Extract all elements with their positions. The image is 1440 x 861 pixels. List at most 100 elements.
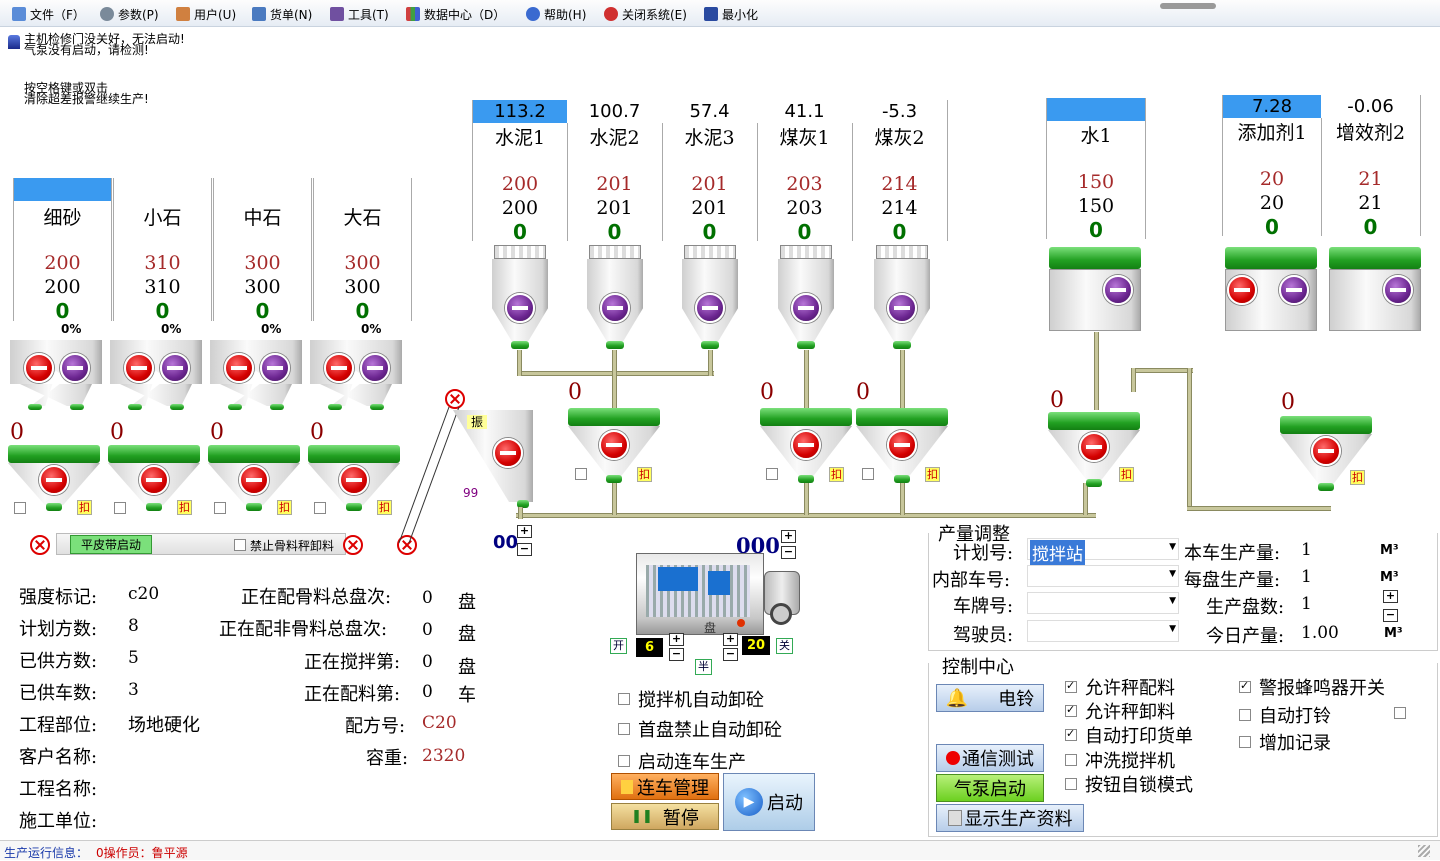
allow-weigh-batching-option[interactable]: 允许秤配料: [1065, 674, 1175, 700]
first-pan-no-discharge-option[interactable]: 首盘禁止自动卸砼: [618, 716, 782, 742]
allow-weigh-unload-option[interactable]: 允许秤卸料: [1065, 698, 1175, 724]
purple-valve-icon[interactable]: [887, 293, 917, 323]
allow-weigh-batching-checkbox[interactable]: [1065, 679, 1077, 693]
bell-button[interactable]: 🔔电铃: [936, 684, 1044, 712]
internal-truck-select[interactable]: ▼: [1027, 565, 1179, 587]
show-data-button[interactable]: 显示生产资料: [936, 804, 1084, 832]
menu-file[interactable]: 文件（F）: [12, 4, 85, 24]
stop-valve-icon[interactable]: [324, 353, 354, 383]
deduct-button-1[interactable]: 扣: [77, 500, 92, 515]
stop-valve-icon[interactable]: [24, 353, 54, 383]
menu-user[interactable]: 用户(U): [176, 4, 236, 24]
auto-print-order-option[interactable]: 自动打印货单: [1065, 722, 1193, 748]
right-counter-minus-button[interactable]: −: [781, 546, 796, 559]
alarm-buzzer-checkbox[interactable]: [1239, 679, 1251, 693]
stop-valve-icon[interactable]: [887, 430, 917, 460]
plate-select[interactable]: ▼: [1027, 592, 1179, 614]
button-lock-mode-option[interactable]: 按钮自锁模式: [1065, 771, 1193, 797]
flush-mixer-checkbox[interactable]: [1065, 754, 1077, 766]
purple-valve-icon[interactable]: [600, 293, 630, 323]
deduct-button-2[interactable]: 扣: [177, 500, 192, 515]
menu-order[interactable]: 货单(N): [252, 4, 312, 24]
deduct-button-flyash[interactable]: 扣: [925, 467, 940, 482]
stop-weigh-unload-checkbox[interactable]: [234, 539, 246, 551]
stop-valve-icon[interactable]: [339, 465, 369, 495]
menu-minimize[interactable]: 最小化: [704, 4, 758, 24]
alarm-buzzer-option[interactable]: 警报蜂鸣器开关: [1239, 674, 1385, 700]
mix-time-left-plus[interactable]: +: [669, 633, 684, 646]
pan-count-minus-button[interactable]: −: [1383, 609, 1398, 622]
resize-grip-icon[interactable]: [1418, 845, 1430, 857]
purple-valve-icon[interactable]: [1383, 275, 1413, 305]
purple-valve-icon[interactable]: [360, 353, 390, 383]
purple-valve-icon[interactable]: [1103, 275, 1133, 305]
deduct-button-water[interactable]: 扣: [1119, 467, 1134, 482]
gate-close-button[interactable]: 关: [776, 638, 793, 654]
mix-time-right-minus[interactable]: −: [723, 648, 738, 661]
flush-mixer-option[interactable]: 冲洗搅拌机: [1065, 747, 1175, 773]
start-button[interactable]: ▶启动: [723, 773, 815, 831]
menu-close-system[interactable]: 关闭系统(E): [604, 4, 687, 24]
auto-bell-option[interactable]: 自动打铃: [1239, 702, 1331, 728]
stop-valve-icon[interactable]: [493, 438, 523, 468]
purple-valve-icon[interactable]: [160, 353, 190, 383]
purple-valve-icon[interactable]: [791, 293, 821, 323]
incline-belt-top-fault-icon[interactable]: [445, 389, 465, 409]
auto-discharge-checkbox[interactable]: [618, 693, 630, 705]
left-counter-plus-button[interactable]: +: [517, 525, 532, 538]
auto-bell-checkbox[interactable]: [1239, 709, 1251, 721]
gate-open-button[interactable]: 开: [610, 638, 627, 654]
auto-print-order-checkbox[interactable]: [1065, 727, 1077, 741]
cement-a-checkbox[interactable]: [575, 468, 587, 480]
deduct-button-additive[interactable]: 扣: [1350, 470, 1365, 485]
stop-valve-icon[interactable]: [239, 465, 269, 495]
left-counter-minus-button[interactable]: −: [517, 543, 532, 556]
driver-select[interactable]: ▼: [1027, 620, 1179, 642]
belt-start-button[interactable]: 平皮带启动: [70, 535, 152, 554]
button-lock-mode-checkbox[interactable]: [1065, 778, 1077, 790]
hopper-1-checkbox[interactable]: [14, 502, 26, 514]
stop-valve-icon[interactable]: [1079, 432, 1109, 462]
hopper-3-checkbox[interactable]: [214, 502, 226, 514]
deduct-button-cement-a[interactable]: 扣: [637, 467, 652, 482]
continuous-production-option[interactable]: 启动连车生产: [618, 748, 746, 774]
menu-params[interactable]: 参数(P): [100, 4, 159, 24]
pan-count-plus-button[interactable]: +: [1383, 590, 1398, 603]
purple-valve-icon[interactable]: [260, 353, 290, 383]
deduct-button-4[interactable]: 扣: [377, 500, 392, 515]
belt-fault-icon-left[interactable]: [30, 535, 50, 555]
mix-time-left-minus[interactable]: −: [669, 648, 684, 661]
comm-test-button[interactable]: 通信测试: [936, 744, 1044, 772]
menu-data-center[interactable]: 数据中心（D）: [406, 4, 505, 24]
hopper-4-checkbox[interactable]: [314, 502, 326, 514]
stop-valve-icon[interactable]: [124, 353, 154, 383]
stop-valve-icon[interactable]: [139, 465, 169, 495]
stop-valve-icon[interactable]: [39, 465, 69, 495]
vibrate-label[interactable]: 振: [467, 415, 487, 429]
purple-valve-icon[interactable]: [1279, 275, 1309, 305]
menu-help[interactable]: 帮助(H): [526, 4, 586, 24]
belt-fault-icon-right[interactable]: [343, 535, 363, 555]
add-record-checkbox[interactable]: [1239, 736, 1251, 748]
purple-valve-icon[interactable]: [505, 293, 535, 323]
right-counter-plus-button[interactable]: +: [781, 530, 796, 543]
first-pan-no-discharge-checkbox[interactable]: [618, 723, 630, 735]
menu-tools[interactable]: 工具(T): [330, 4, 389, 24]
purple-valve-icon[interactable]: [695, 293, 725, 323]
extra-checkbox[interactable]: [1394, 707, 1406, 719]
stop-valve-icon[interactable]: [1311, 436, 1341, 466]
stop-valve-icon[interactable]: [1227, 275, 1257, 305]
purple-valve-icon[interactable]: [60, 353, 90, 383]
continuous-production-checkbox[interactable]: [618, 755, 630, 767]
stop-valve-icon[interactable]: [791, 430, 821, 460]
mix-time-right-plus[interactable]: +: [723, 633, 738, 646]
incline-belt-fault-icon[interactable]: [397, 535, 417, 555]
plan-no-select[interactable]: 搅拌站▼: [1027, 538, 1179, 565]
stop-valve-icon[interactable]: [224, 353, 254, 383]
deduct-button-3[interactable]: 扣: [277, 500, 292, 515]
flyash-checkbox[interactable]: [862, 468, 874, 480]
auto-discharge-option[interactable]: 搅拌机自动卸砼: [618, 686, 764, 712]
fleet-manage-button[interactable]: 连车管理: [611, 773, 719, 800]
add-record-option[interactable]: 增加记录: [1239, 729, 1331, 755]
hopper-2-checkbox[interactable]: [114, 502, 126, 514]
